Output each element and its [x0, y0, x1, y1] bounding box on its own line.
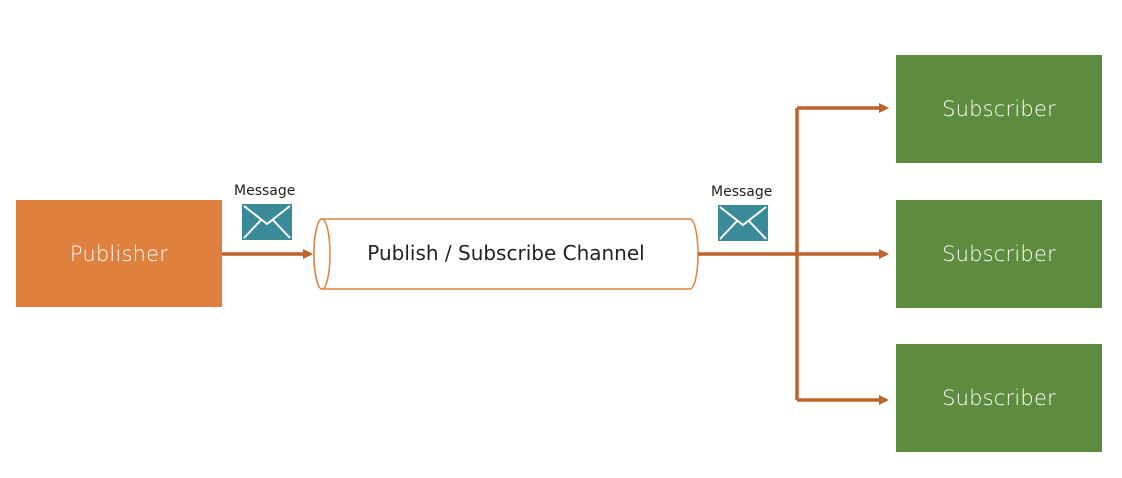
message-label-2: Message	[711, 184, 773, 200]
publisher-label: Publisher	[69, 241, 169, 266]
message-label-1: Message	[234, 183, 296, 199]
subscriber-box-2: Subscriber	[896, 200, 1102, 308]
subscriber-label: Subscriber	[942, 386, 1056, 410]
publisher-box: Publisher	[16, 200, 222, 307]
channel-label: Publish / Subscribe Channel	[367, 241, 645, 265]
subscriber-box-3: Subscriber	[896, 344, 1102, 452]
channel-cylinder	[313, 218, 699, 290]
subscriber-label: Subscriber	[942, 97, 1056, 121]
envelope-icon	[718, 205, 768, 241]
channel-to-subscribers-arrows	[698, 103, 889, 405]
subscriber-box-1: Subscriber	[896, 55, 1102, 163]
subscriber-label: Subscriber	[942, 242, 1056, 266]
envelope-icon	[242, 204, 292, 240]
